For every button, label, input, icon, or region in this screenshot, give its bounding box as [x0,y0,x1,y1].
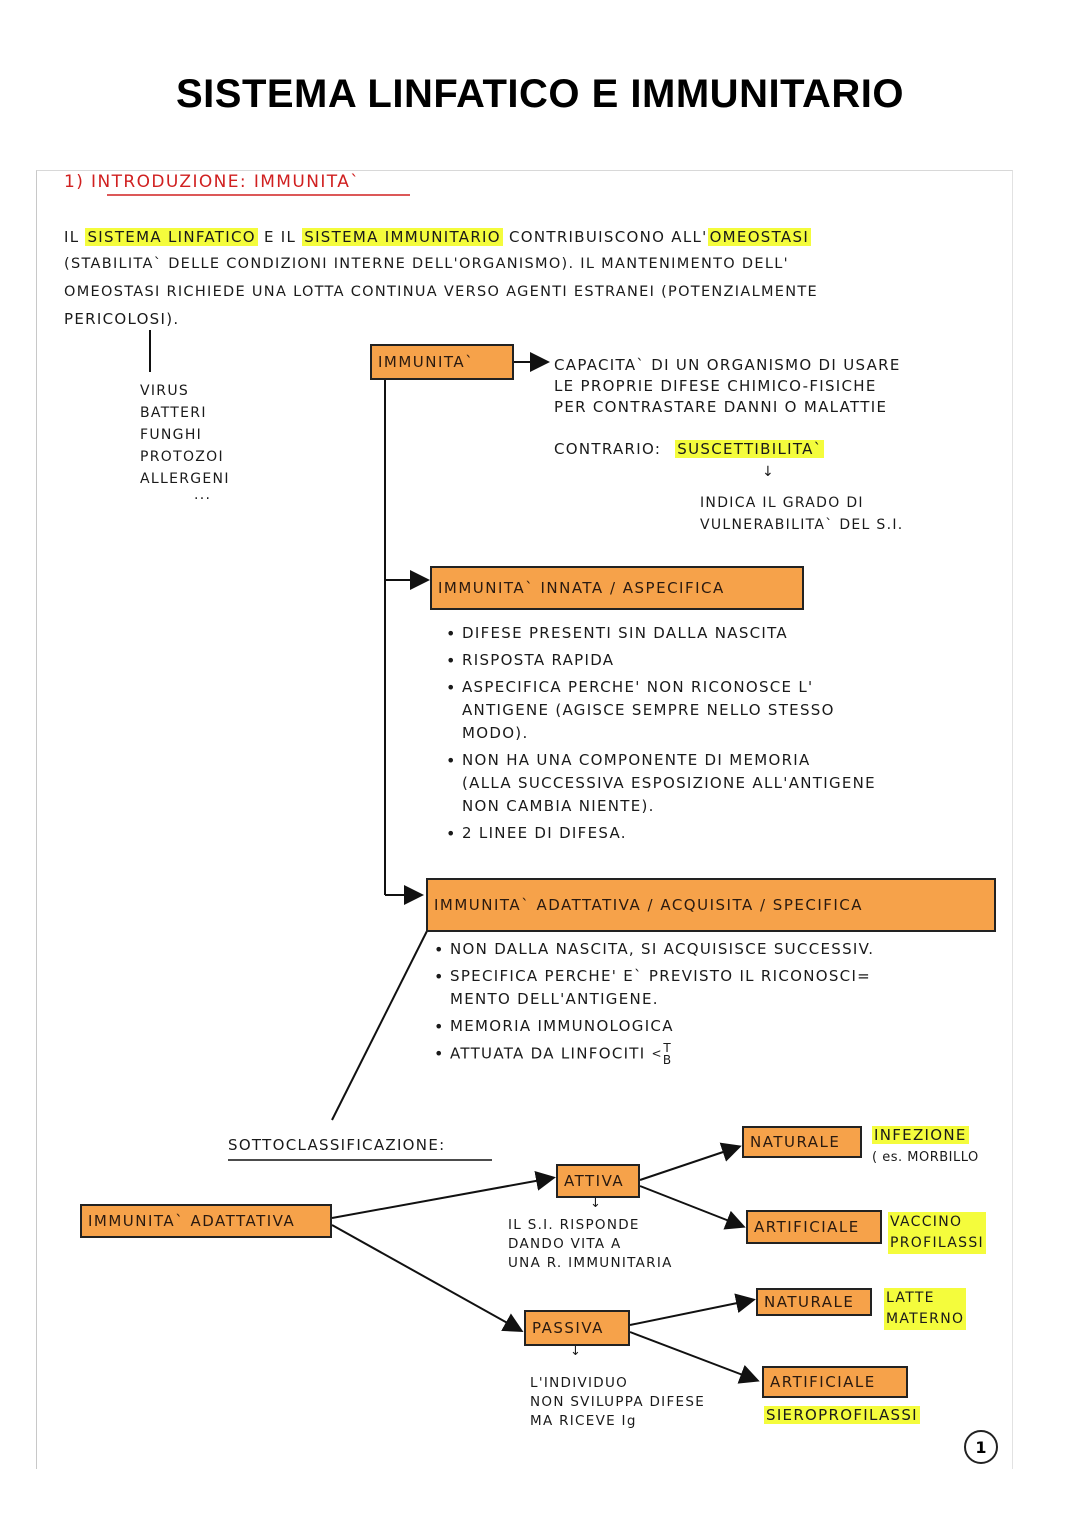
highlight-infezione: INFEZIONE [872,1126,969,1144]
passiva-artificiale-note: SIEROPROFILASSI [764,1406,920,1424]
page-number: 1 [964,1430,998,1464]
innata-bullet: 2 LINEE DI DIFESA. [444,822,876,845]
innata-bullet: RISPOSTA RAPIDA [444,649,876,672]
section-heading: 1) INTRODUZIONE: IMMUNITA` [64,172,361,192]
down-arrow: ↓ [762,464,776,480]
linfociti-t: T [663,1041,672,1055]
intro-word: IL [64,228,80,246]
intro-line-4: PERICOLOSI). [64,310,180,328]
agents-list: VIRUS BATTERI FUNGHI PROTOZOI ALLERGENI … [140,380,230,503]
intro-word: E IL [263,228,297,246]
passiva-naturale-note: LATTE MATERNO [884,1288,967,1330]
attiva-artificiale-box: ARTIFICIALE [746,1210,882,1244]
passiva-note: L'INDIVIDUO NON SVILUPPA DIFESE MA RICEV… [530,1375,706,1429]
adattativa-bullet: NON DALLA NASCITA, SI ACQUISISCE SUCCESS… [432,938,874,961]
passiva-arrow: ↓ [570,1344,583,1359]
adattativa-bullet: MEMORIA IMMUNOLOGICA [432,1015,874,1038]
highlight-suscettibilita: SUSCETTIBILITA` [675,440,825,458]
attiva-artificiale-note: VACCINO PROFILASSI [888,1212,986,1254]
contrario-label: CONTRARIO: [554,440,662,458]
adattativa-bullets: NON DALLA NASCITA, SI ACQUISISCE SUCCESS… [432,938,874,1070]
innata-bullets: DIFESE PRESENTI SIN DALLA NASCITA RISPOS… [444,622,876,849]
innata-box: IMMUNITA` INNATA / ASPECIFICA [430,566,804,610]
intro-line-2: (STABILITA` DELLE CONDIZIONI INTERNE DEL… [64,256,789,272]
highlight-sistema-linfatico: SISTEMA LINFATICO [85,228,258,246]
adattativa-bullet: ATTUATA DA LINFOCITI <TB [432,1042,874,1066]
highlight-sieroprofilassi: SIEROPROFILASSI [764,1406,920,1424]
agent-item: BATTERI [140,405,207,421]
attiva-naturale-box: NATURALE [742,1126,862,1158]
attiva-naturale-note: INFEZIONE [872,1126,969,1144]
page-title: SISTEMA LINFATICO E IMMUNITARIO [175,72,905,116]
highlight-omeostasi: OMEOSTASI [707,228,812,246]
adattativa-root-box: IMMUNITA` ADATTATIVA [80,1204,332,1238]
linfociti-text: ATTUATA DA LINFOCITI [450,1044,646,1063]
innata-bullet: NON HA UNA COMPONENTE DI MEMORIA (ALLA S… [444,749,876,818]
agent-item: PROTOZOI [140,449,224,465]
linfociti-b: B [662,1053,673,1067]
passiva-artificiale-box: ARTIFICIALE [762,1366,908,1398]
attiva-note: IL S.I. RISPONDE DANDO VITA A UNA R. IMM… [508,1217,673,1271]
notes-sheet [36,170,1013,1469]
intro-line-1: IL SISTEMA LINFATICO E IL SISTEMA IMMUNI… [64,228,812,246]
agent-item: FUNGHI [140,427,203,443]
sottoclassificazione-heading: SOTTOCLASSIFICAZIONE: [228,1136,446,1154]
passiva-naturale-box: NATURALE [756,1288,872,1316]
highlight-sistema-immunitario: SISTEMA IMMUNITARIO [302,228,503,246]
adattativa-bullet: SPECIFICA PERCHE' E` PREVISTO IL RICONOS… [432,965,874,1011]
immunita-box: IMMUNITA` [370,344,514,380]
passiva-box: PASSIVA [524,1310,630,1346]
agent-item: ALLERGENI [140,471,230,487]
intro-word: CONTRIBUISCONO ALL' [508,228,708,246]
attiva-arrow: ↓ [590,1196,603,1211]
suscettibilita-note: INDICA IL GRADO DI VULNERABILITA` DEL S.… [700,495,904,533]
intro-line-3: OMEOSTASI RICHIEDE UNA LOTTA CONTINUA VE… [64,284,819,300]
agent-item: VIRUS [140,383,190,399]
attiva-box: ATTIVA [556,1164,640,1198]
innata-bullet: ASPECIFICA PERCHE' NON RICONOSCE L' ANTI… [444,676,876,745]
agent-item: ... [194,487,212,503]
immunita-definition: CAPACITA` DI UN ORGANISMO DI USARE LE PR… [554,356,901,416]
adattativa-box: IMMUNITA` ADATTATIVA / ACQUISITA / SPECI… [426,878,996,932]
contrario-line: CONTRARIO: SUSCETTIBILITA` [554,440,825,458]
attiva-naturale-example: ( es. MORBILLO [872,1150,979,1165]
innata-bullet: DIFESE PRESENTI SIN DALLA NASCITA [444,622,876,645]
